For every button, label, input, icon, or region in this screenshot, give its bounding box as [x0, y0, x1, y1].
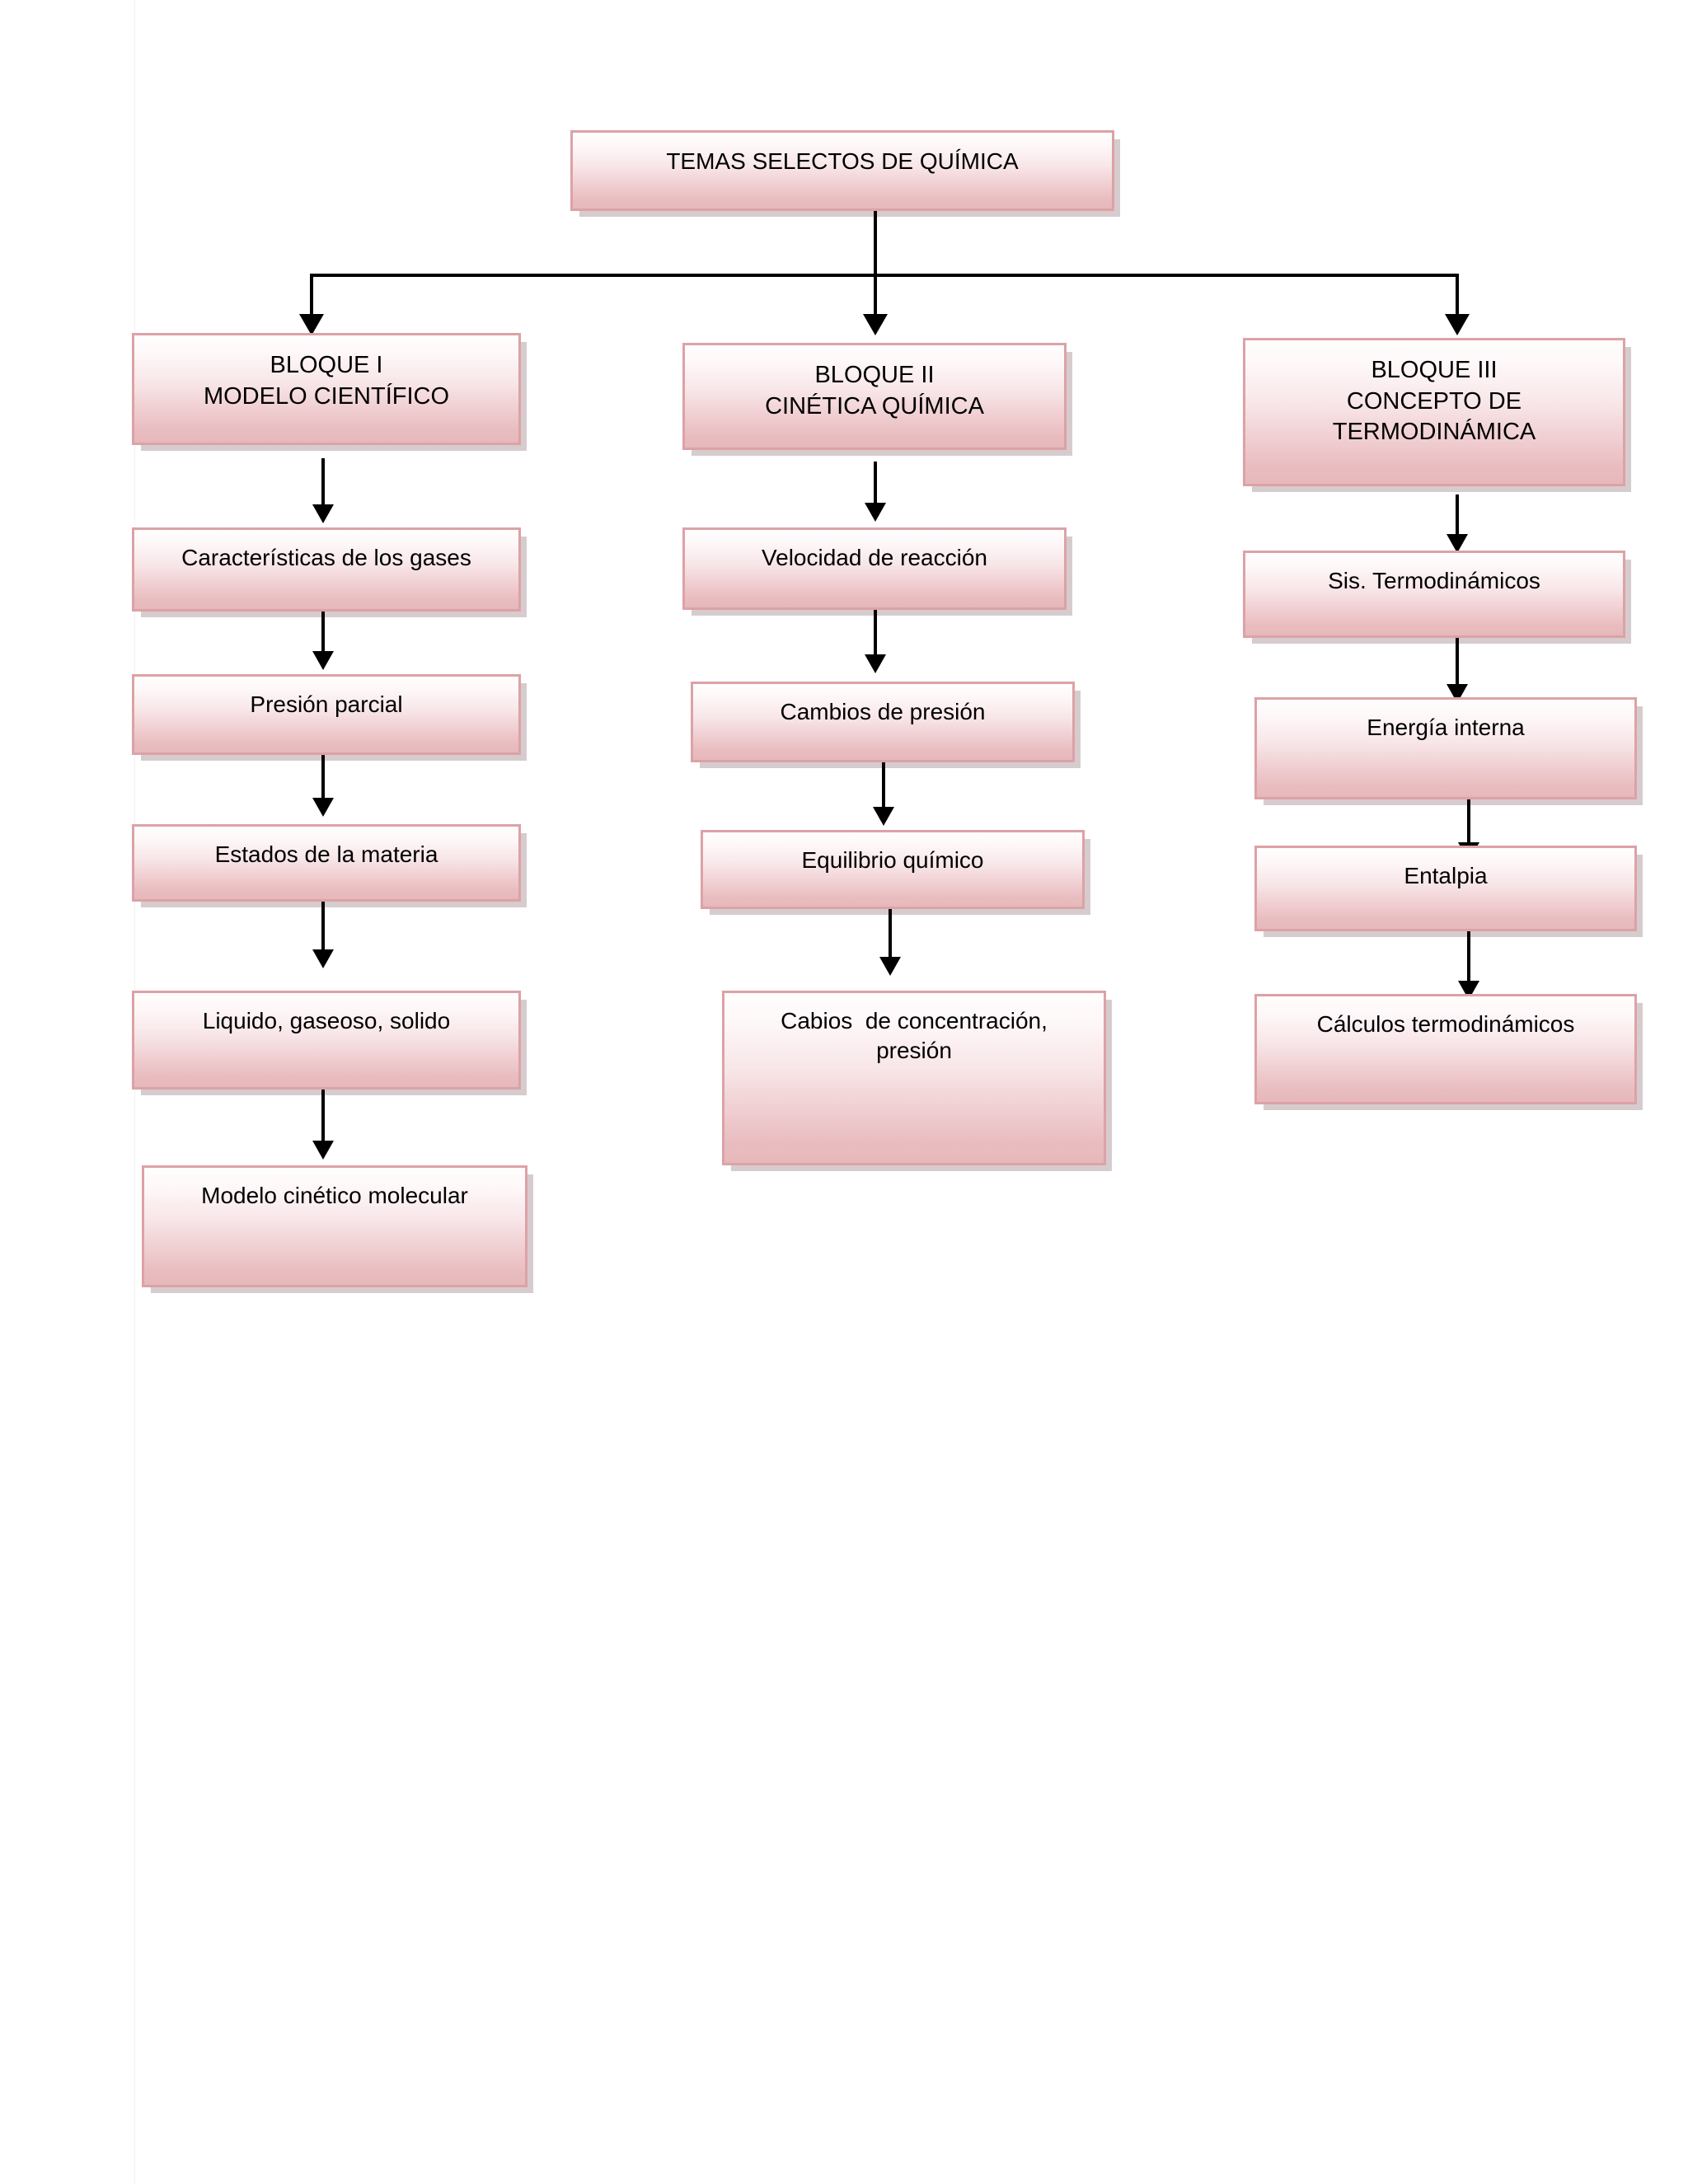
- bloque-1-topic-2-label: Presión parcial: [250, 691, 403, 717]
- bloque-3-topic-3-label: Entalpia: [1404, 863, 1488, 888]
- bloque-3-topic-2-label: Energía interna: [1367, 715, 1525, 740]
- bloque-3-topic-4-node[interactable]: Cálculos termodinámicos: [1254, 994, 1637, 1104]
- arrow-head-c1-topic-1-to-topic-2: [312, 651, 334, 670]
- connector-c1-topic-4-to-topic-5: [321, 1090, 325, 1144]
- bloque-1-topic-1-label: Características de los gases: [181, 545, 471, 570]
- bloque-3-topic-1-node[interactable]: Sis. Termodinámicos: [1243, 551, 1625, 638]
- bloque-1-topic-3-label: Estados de la materia: [214, 841, 438, 867]
- arrow-head-c1-topic-4-to-topic-5: [312, 1141, 334, 1160]
- connector-root-to-bloque-2: [874, 274, 877, 317]
- connector-c3-topic-2-to-topic-3: [1467, 799, 1470, 846]
- arrow-head-root-to-bloque-3: [1445, 314, 1470, 335]
- bloque-1-topic-4-label: Liquido, gaseoso, solido: [202, 1008, 451, 1033]
- bloque-2-topic-1-node[interactable]: Velocidad de reacción: [682, 527, 1067, 610]
- arrow-head-c1-topic-3-to-topic-4: [312, 949, 334, 968]
- bloque-3-topic-1-label: Sis. Termodinámicos: [1328, 568, 1540, 593]
- bloque-2-header-label: BLOQUE II CINÉTICA QUÍMICA: [765, 362, 984, 419]
- connector-c2-header-to-topic-1: [874, 462, 877, 506]
- connector-root-to-bloque-1: [310, 274, 313, 317]
- bloque-3-topic-3-node[interactable]: Entalpia: [1254, 846, 1637, 931]
- bloque-2-topic-2-label: Cambios de presión: [780, 699, 986, 724]
- connector-c3-topic-3-to-topic-4: [1467, 931, 1470, 984]
- bloque-1-topic-5-node[interactable]: Modelo cinético molecular: [142, 1165, 528, 1287]
- bloque-1-topic-5-label: Modelo cinético molecular: [201, 1183, 468, 1208]
- arrow-head-root-to-bloque-1: [299, 314, 324, 335]
- root-node-temas-selectos-de-quimica[interactable]: TEMAS SELECTOS DE QUÍMICA: [570, 130, 1114, 211]
- bloque-2-topic-3-node[interactable]: Equilibrio químico: [701, 830, 1085, 909]
- arrow-head-c2-topic-3-to-topic-4: [879, 957, 901, 976]
- connector-c3-header-to-topic-1: [1456, 494, 1459, 537]
- bloque-3-header-node[interactable]: BLOQUE III CONCEPTO DE TERMODINÁMICA: [1243, 338, 1625, 486]
- page-margin-guide: [134, 0, 135, 2184]
- connector-c3-topic-1-to-topic-2: [1456, 638, 1459, 687]
- arrow-head-c2-header-to-topic-1: [865, 503, 886, 522]
- bloque-1-header-node[interactable]: BLOQUE I MODELO CIENTÍFICO: [132, 333, 521, 445]
- connector-c2-topic-1-to-topic-2: [874, 610, 877, 658]
- bloque-2-header-node[interactable]: BLOQUE II CINÉTICA QUÍMICA: [682, 343, 1067, 450]
- bloque-2-topic-1-label: Velocidad de reacción: [762, 545, 987, 570]
- connector-c1-topic-3-to-topic-4: [321, 902, 325, 953]
- bloque-1-topic-2-node[interactable]: Presión parcial: [132, 674, 521, 755]
- bloque-2-topic-3-label: Equilibrio químico: [801, 847, 984, 873]
- connector-root-to-bloque-3: [1456, 274, 1459, 317]
- connector-c1-header-to-topic-1: [321, 458, 325, 508]
- root-node-label: TEMAS SELECTOS DE QUÍMICA: [666, 148, 1019, 174]
- connector-root-bar: [310, 274, 1459, 277]
- arrow-head-root-to-bloque-2: [863, 314, 888, 335]
- arrow-head-c2-topic-1-to-topic-2: [865, 654, 886, 673]
- bloque-1-header-label: BLOQUE I MODELO CIENTÍFICO: [203, 352, 450, 410]
- bloque-3-header-label: BLOQUE III CONCEPTO DE TERMODINÁMICA: [1332, 357, 1536, 446]
- bloque-1-topic-3-node[interactable]: Estados de la materia: [132, 824, 521, 902]
- connector-root-stem: [874, 211, 877, 277]
- bloque-2-topic-4-node[interactable]: Cabios de concentración, presión: [722, 991, 1106, 1165]
- connector-c2-topic-2-to-topic-3: [882, 762, 885, 810]
- connector-c1-topic-1-to-topic-2: [321, 612, 325, 654]
- bloque-2-topic-4-label: Cabios de concentración, presión: [781, 1008, 1048, 1064]
- connector-c1-topic-2-to-topic-3: [321, 755, 325, 801]
- bloque-1-topic-4-node[interactable]: Liquido, gaseoso, solido: [132, 991, 521, 1090]
- connector-c2-topic-3-to-topic-4: [889, 909, 892, 960]
- bloque-1-topic-1-node[interactable]: Características de los gases: [132, 527, 521, 612]
- arrow-head-c3-header-to-topic-1: [1447, 534, 1468, 553]
- bloque-2-topic-2-node[interactable]: Cambios de presión: [691, 682, 1075, 762]
- bloque-3-topic-4-label: Cálculos termodinámicos: [1316, 1011, 1575, 1037]
- bloque-3-topic-2-node[interactable]: Energía interna: [1254, 697, 1637, 799]
- arrow-head-c1-header-to-topic-1: [312, 504, 334, 523]
- arrow-head-c1-topic-2-to-topic-3: [312, 798, 334, 817]
- arrow-head-c2-topic-2-to-topic-3: [873, 807, 894, 826]
